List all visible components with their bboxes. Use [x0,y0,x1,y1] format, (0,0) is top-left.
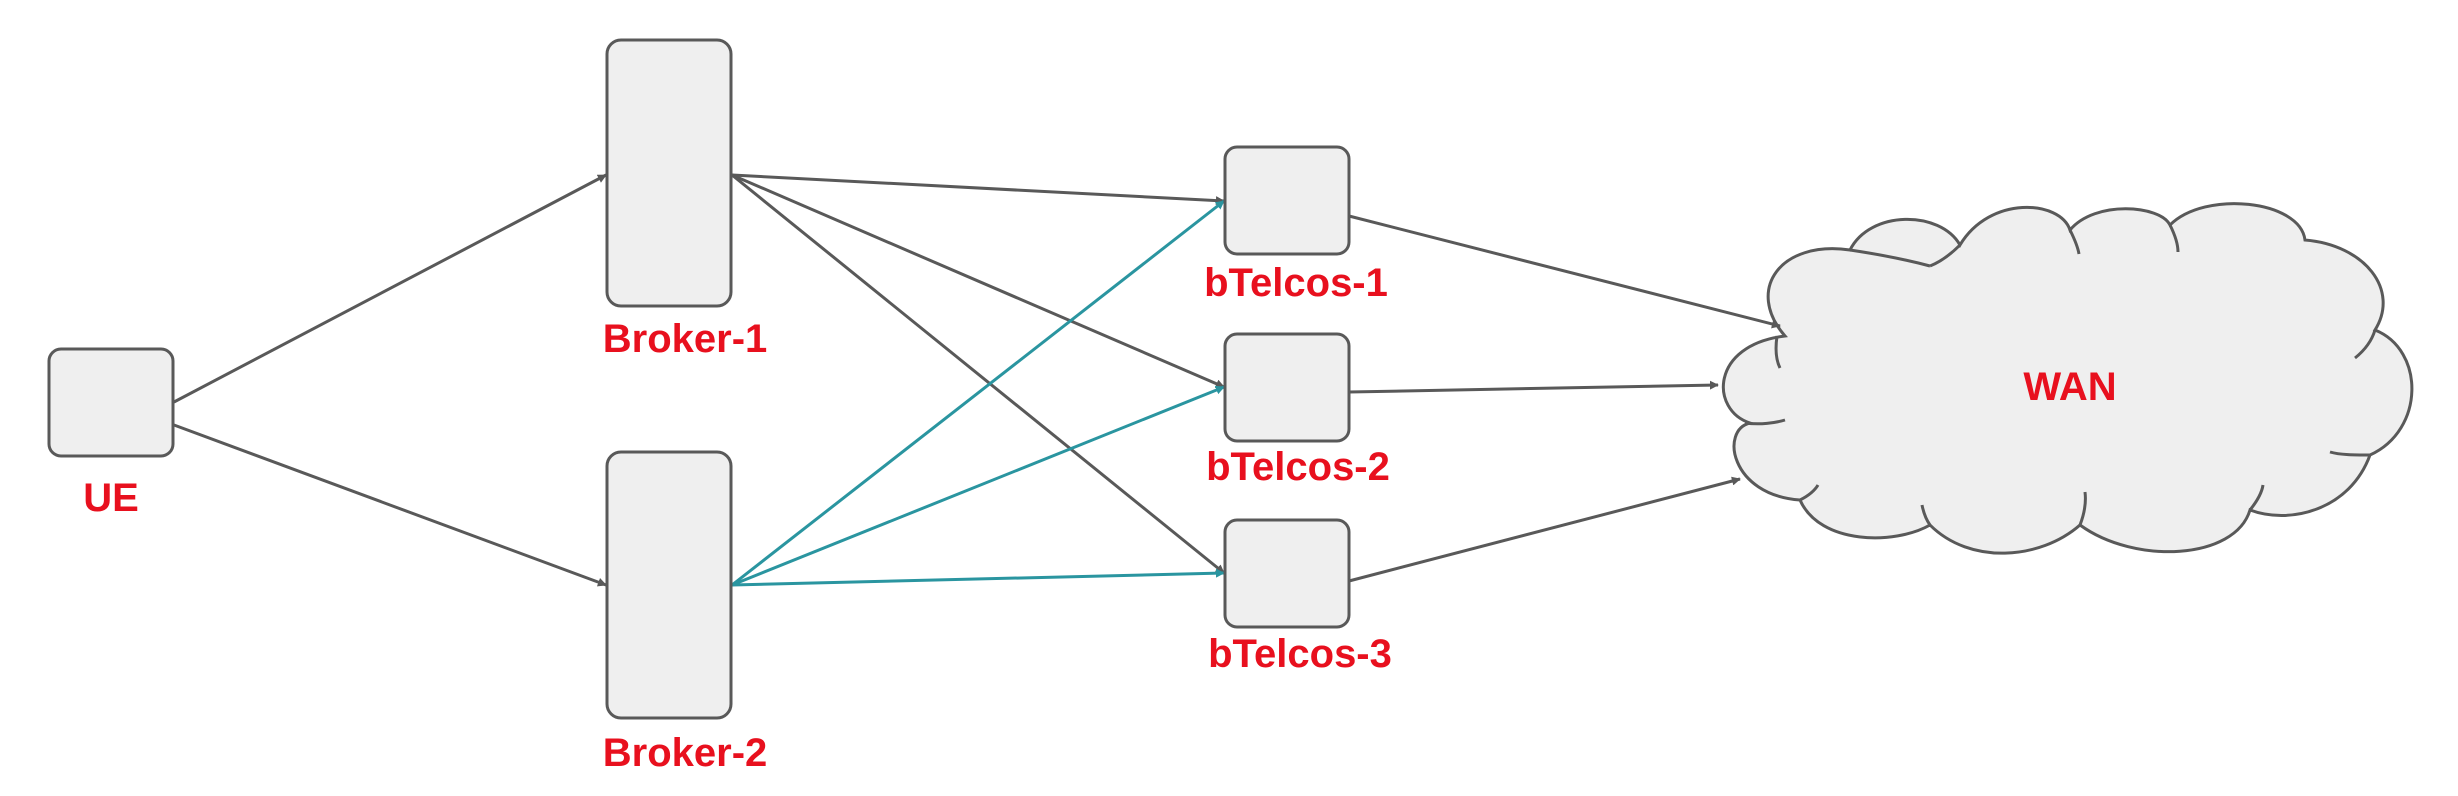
btelcos-2-node [1223,332,1351,443]
edge-broker-2-btelcos-1 [731,199,1225,587]
btelcos-1-node [1223,145,1351,256]
wan-cloud-detail [1929,243,1962,268]
broker-1-node [605,38,733,308]
edge-btelcos-3-wan [1348,476,1741,583]
wan-cloud-detail [2329,450,2371,457]
btelcos-1-label: bTelcos-1 [1204,261,1388,305]
wan-cloud-detail [1799,484,1820,502]
wan-cloud-detail [2168,224,2180,253]
wan-cloud-detail [1744,418,1786,426]
edge-broker-1-btelcos-2 [731,173,1225,389]
wan-cloud-detail [2068,229,2081,255]
wan-cloud-detail [2248,484,2265,511]
wan-cloud-detail [2078,491,2087,526]
edge-btelcos-2-wan [1348,380,1719,394]
wan-cloud-detail [1920,504,1932,526]
nodes [47,38,1351,720]
broker-2-label: Broker-2 [602,731,768,775]
broker-1-label: Broker-1 [602,317,768,361]
edge-broker-2-btelcos-3 [731,568,1225,587]
edge-broker-1-btelcos-3 [731,173,1225,575]
btelcos-3-node [1223,518,1351,629]
wan-cloud-shape [1721,202,2414,555]
edge-broker-2-btelcos-2 [731,385,1225,587]
ue-label: UE [83,476,139,520]
wan-label: WAN [2023,365,2117,409]
btelcos-2-label: bTelcos-2 [1206,445,1390,489]
edges [173,173,1781,587]
wan-cloud-detail [1774,335,1782,369]
ue-node [47,347,175,458]
edge-btelcos-1-wan [1348,214,1781,329]
wan-cloud-detail [2354,329,2377,360]
edge-broker-1-btelcos-1 [731,173,1225,206]
wan-cloud [1721,202,2414,555]
btelcos-3-label: bTelcos-3 [1208,632,1392,676]
broker-2-node [605,450,733,720]
edge-ue-broker-1 [173,173,607,404]
wan-cloud-detail [1849,248,1931,268]
edge-ue-broker-2 [173,423,607,587]
